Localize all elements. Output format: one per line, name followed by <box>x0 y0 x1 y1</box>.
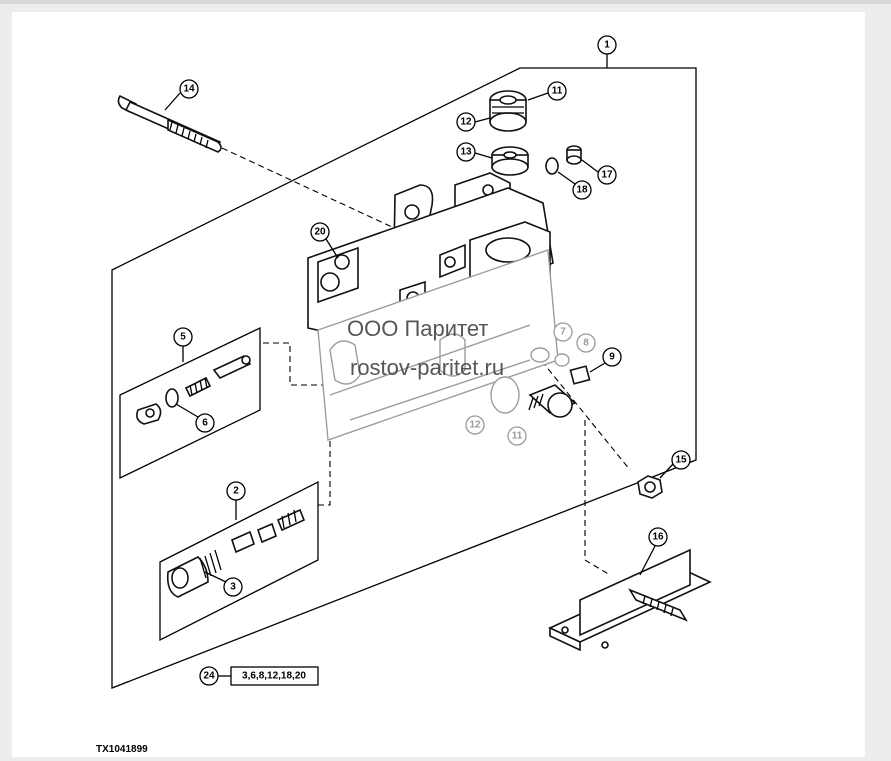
callout-6: 6 <box>195 413 215 433</box>
callout-2: 2 <box>226 481 246 501</box>
watermark-site: rostov-paritet.ru <box>350 355 504 380</box>
bolt-14-path <box>221 147 421 241</box>
o-ring-18 <box>545 157 559 175</box>
callout-11-top: 11 <box>547 81 567 101</box>
bracket-16 <box>548 548 712 652</box>
relief-valve-parts-5 <box>136 355 252 425</box>
callout-13: 13 <box>456 142 476 162</box>
exploded-parts-diagram: 1 14 11 12 13 17 18 20 5 6 7 8 9 12 11 1… <box>96 35 712 755</box>
svg-text:18: 18 <box>576 185 588 196</box>
subassembly-2-box <box>159 480 319 642</box>
svg-text:9: 9 <box>609 352 615 363</box>
callout-12-top: 12 <box>456 112 476 132</box>
svg-text:11: 11 <box>552 86 563 97</box>
callout-14: 14 <box>179 79 199 99</box>
svg-text:12: 12 <box>460 117 472 128</box>
valve-parts-2 <box>166 508 306 598</box>
callout-1: 1 <box>597 35 617 55</box>
svg-text:8: 8 <box>583 338 589 349</box>
callout-8: 8 <box>576 333 596 353</box>
callout-17: 17 <box>597 165 617 185</box>
callout-11-lower: 11 <box>507 426 527 446</box>
svg-text:14: 14 <box>183 84 195 95</box>
figure-id: TX1041899 <box>96 744 148 755</box>
svg-text:16: 16 <box>652 532 664 543</box>
svg-text:24: 24 <box>203 671 215 682</box>
callout-18: 18 <box>572 180 592 200</box>
bracket-16-path <box>584 420 611 576</box>
svg-text:5: 5 <box>180 332 186 343</box>
svg-text:17: 17 <box>601 170 613 181</box>
svg-text:15: 15 <box>675 455 687 466</box>
callout-9: 9 <box>602 347 622 367</box>
svg-text:13: 13 <box>460 147 472 158</box>
nut-15-hole <box>644 481 656 493</box>
callout-20: 20 <box>310 222 330 242</box>
svg-text:20: 20 <box>314 227 326 238</box>
callout-15: 15 <box>671 450 691 470</box>
callout-12-lower: 12 <box>465 415 485 435</box>
top-bar <box>0 0 891 4</box>
assembly-boundary <box>111 67 697 689</box>
parts-right-faded <box>490 347 591 418</box>
valve-housing <box>307 172 559 441</box>
svg-text:12: 12 <box>469 420 481 431</box>
callout-16: 16 <box>648 527 668 547</box>
kit-contents: 3,6,8,12,18,20 <box>242 671 306 682</box>
svg-text:2: 2 <box>233 486 239 497</box>
callout-7: 7 <box>553 322 573 342</box>
kit-contents-box: 3,6,8,12,18,20 <box>230 666 319 686</box>
svg-text:6: 6 <box>202 418 208 429</box>
svg-text:7: 7 <box>560 327 566 338</box>
plug-11-top <box>489 90 527 132</box>
diagram-sheet: 1 14 11 12 13 17 18 20 5 6 7 8 9 12 11 1… <box>12 12 865 757</box>
sub5-path <box>263 342 330 386</box>
callout-3: 3 <box>223 577 243 597</box>
subassembly-5-box <box>119 326 261 480</box>
svg-text:1: 1 <box>604 40 610 51</box>
svg-text:11: 11 <box>512 431 523 442</box>
callout-24: 24 <box>199 666 219 686</box>
callout-5: 5 <box>173 327 193 347</box>
bolt-14 <box>117 94 222 153</box>
watermark-company: ООО Паритет <box>347 316 488 341</box>
washer-13 <box>491 146 529 176</box>
plug-17 <box>566 145 582 165</box>
svg-text:3: 3 <box>230 582 236 593</box>
